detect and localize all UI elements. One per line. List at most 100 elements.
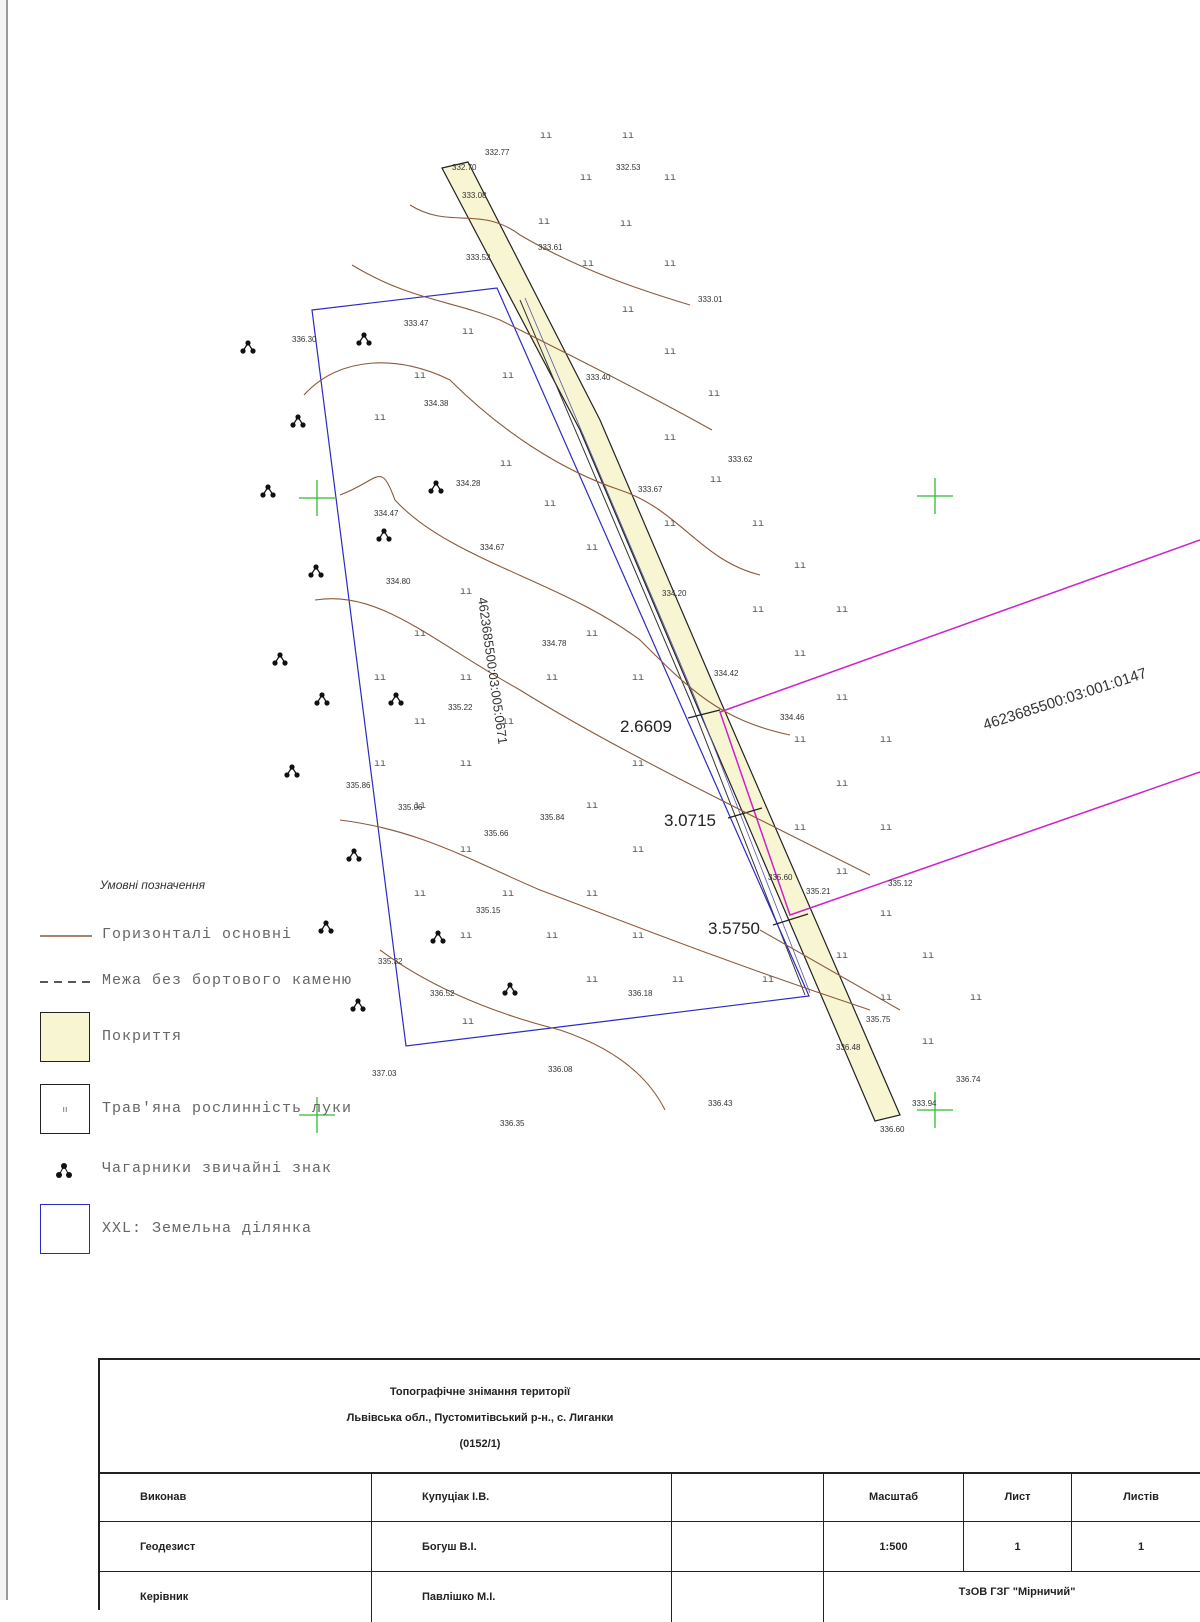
elevation-label: 336.48	[836, 1043, 861, 1052]
svg-text:ıı: ıı	[632, 931, 644, 942]
contour-lines	[303, 204, 901, 1111]
name-cell: Купуціак І.В.	[372, 1472, 672, 1522]
elevation-label: 333.01	[698, 295, 723, 304]
company-name: ТзОВ ГЗГ "Мірничий"	[958, 1586, 1076, 1598]
svg-text:ıı: ıı	[460, 673, 472, 684]
legend-label: XXL: Земельна ділянка	[102, 1220, 313, 1237]
legend-item-grass: ıı Трав'яна рослинність луки	[36, 1084, 416, 1134]
coating-swatch	[40, 1012, 90, 1062]
sheet-header-cell: Лист	[964, 1472, 1072, 1522]
elevation-label: 334.78	[542, 639, 567, 648]
svg-text:ıı: ıı	[970, 993, 982, 1004]
shrub-icon	[318, 920, 334, 934]
role-label: Керівник	[140, 1591, 189, 1603]
distance-label-1: 2.6609	[620, 717, 672, 736]
elevation-label: 336.43	[708, 1099, 733, 1108]
dimension-lines	[687, 709, 809, 926]
shrub-icon	[272, 652, 288, 666]
svg-text:ıı: ıı	[374, 413, 386, 424]
legend-title: Умовні позначення	[100, 878, 205, 892]
grass-markers: ıı ıı ıı ıı ıı ıı ıı ıı ıı ıı ıı ıı ıı ıı ıı ıı ıı ı…	[374, 131, 982, 1048]
distance-label-3: 3.5750	[708, 919, 760, 938]
shrub-icon	[388, 692, 404, 706]
land-parcel-magenta[interactable]	[719, 539, 1200, 916]
svg-text:ıı: ıı	[664, 519, 676, 530]
elevation-label: 332.77	[485, 148, 510, 157]
topographic-map[interactable]: ıı ıı ıı ıı ıı ıı ıı ıı ıı ıı ıı ıı ıı ıı ıı ıı ıı ı…	[0, 0, 1200, 1360]
legend-item-contours: Горизонталі основні	[36, 922, 416, 972]
legend-label: Покриття	[102, 1028, 183, 1045]
elevation-label: 336.18	[628, 989, 653, 998]
svg-text:ıı: ıı	[460, 845, 472, 856]
sheets-label: Листів	[1123, 1490, 1159, 1503]
shrub-icon	[290, 414, 306, 428]
svg-text:ıı: ıı	[632, 845, 644, 856]
shrub-icon	[308, 564, 324, 578]
elevation-label: 335.32	[378, 957, 403, 966]
shrub-icon	[56, 1163, 72, 1178]
elevation-label: 333.61	[538, 243, 563, 252]
svg-text:ıı: ıı	[794, 735, 806, 746]
elevation-label: 335.66	[484, 829, 509, 838]
svg-text:ıı: ıı	[664, 347, 676, 358]
svg-text:ıı: ıı	[836, 951, 848, 962]
svg-text:ıı: ıı	[502, 371, 514, 382]
shrub-icon	[356, 332, 372, 346]
survey-location: Львівська обл., Пустомитівський р-н., с.…	[346, 1412, 614, 1424]
svg-text:ıı: ıı	[664, 433, 676, 444]
role-label: Виконав	[140, 1490, 187, 1503]
svg-text:ıı: ıı	[502, 717, 514, 728]
signature-cell	[672, 1572, 824, 1622]
role-cell: Керівник	[100, 1572, 372, 1622]
svg-text:ıı: ıı	[632, 759, 644, 770]
svg-text:ıı: ıı	[752, 605, 764, 616]
title-block-header: Топографічне знімання території Львівськ…	[100, 1360, 1200, 1474]
elevation-label: 333.08	[462, 191, 487, 200]
legend-item-border: Межа без бортового каменю	[36, 968, 416, 1018]
name-cell: Павлішко М.І.	[372, 1572, 672, 1622]
elevation-label: 334.20	[662, 589, 687, 598]
shrub-icon	[260, 484, 276, 498]
svg-text:ıı: ıı	[836, 779, 848, 790]
elevation-label: 336.35	[500, 1119, 525, 1128]
road-edge-line	[524, 297, 811, 994]
parcel-id-main: 4623685500:03:001:0147	[981, 665, 1149, 734]
svg-text:ıı: ıı	[414, 629, 426, 640]
elevation-label: 333.67	[638, 485, 663, 494]
svg-text:ıı: ıı	[710, 475, 722, 486]
svg-text:ıı: ıı	[460, 931, 472, 942]
legend-label: Трав'яна рослинність луки	[102, 1100, 353, 1117]
land-parcel-blue[interactable]	[311, 287, 810, 1047]
elevation-label: 336.60	[880, 1125, 905, 1134]
svg-text:ıı: ıı	[836, 693, 848, 704]
elevation-label: 333.47	[404, 319, 429, 328]
elevation-label: 335.22	[448, 703, 473, 712]
name-label: Купуціак І.В.	[422, 1490, 490, 1503]
elevation-label: 336.52	[430, 989, 455, 998]
svg-text:ıı: ıı	[500, 459, 512, 470]
svg-text:ıı: ıı	[836, 867, 848, 878]
svg-text:ıı: ıı	[794, 561, 806, 572]
scale-header-cell: Масштаб	[824, 1472, 964, 1522]
elevation-label: 333.94	[912, 1099, 937, 1108]
svg-text:ıı: ıı	[752, 519, 764, 530]
elevation-label: 334.46	[780, 713, 805, 722]
svg-text:ıı: ıı	[586, 975, 598, 986]
survey-code: (0152/1)	[459, 1438, 501, 1450]
elevation-label: 335.12	[888, 879, 913, 888]
role-cell: Виконав	[100, 1472, 372, 1522]
scale-value-cell: 1:500	[824, 1522, 964, 1572]
svg-text:ıı: ıı	[538, 217, 550, 228]
elevation-label: 335.06	[398, 803, 423, 812]
shrub-icon	[502, 982, 518, 996]
svg-text:ıı: ıı	[880, 823, 892, 834]
legend-item-coating: Покриття	[36, 1012, 416, 1062]
elevation-label: 334.80	[386, 577, 411, 586]
elevation-label: 335.86	[346, 781, 371, 790]
legend-label: Чагарники звичайні знак	[102, 1160, 333, 1177]
svg-text:ıı: ıı	[632, 673, 644, 684]
svg-text:ıı: ıı	[586, 629, 598, 640]
elevation-label: 332.70	[452, 163, 477, 172]
shrub-icon	[428, 480, 444, 494]
svg-text:ıı: ıı	[620, 219, 632, 230]
